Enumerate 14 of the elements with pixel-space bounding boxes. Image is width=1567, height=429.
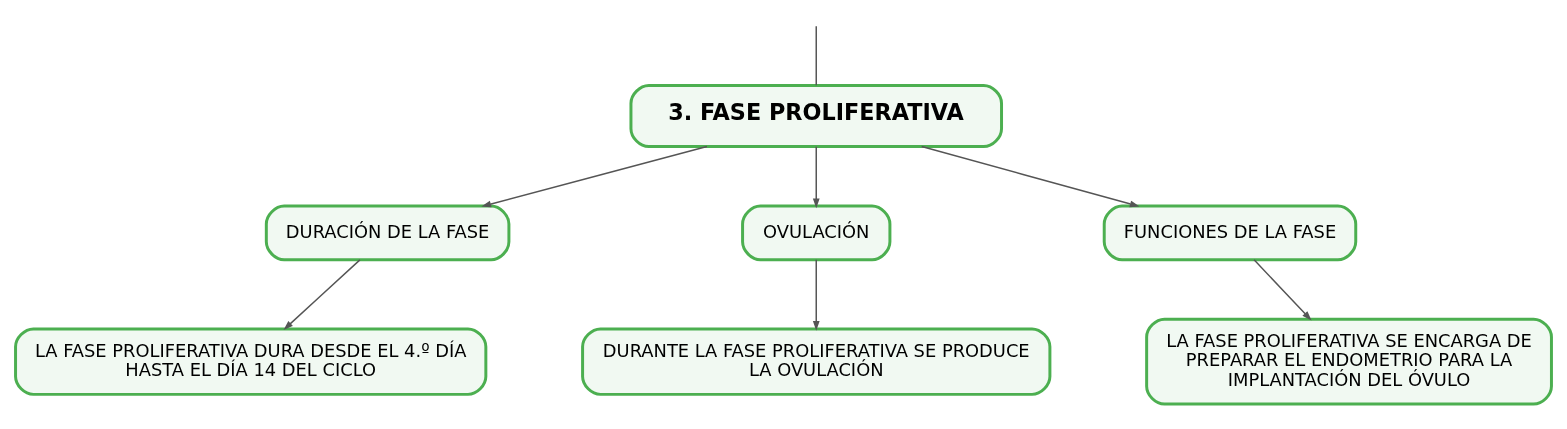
node-box: OVULACIÓN (741, 204, 892, 262)
node-box: LA FASE PROLIFERATIVA SE ENCARGA DE PREPARAR EL ENDOMETRIO PARA LA IMPLANTACIÓN DEL ÓVULO (1145, 317, 1553, 406)
arrow (812, 259, 820, 331)
node-box: DURANTE LA FASE PROLIFERATIVA SE PRODUCE LA OVULACIÓN (581, 327, 1052, 396)
arrow (812, 146, 820, 209)
arrow (283, 259, 361, 330)
node-box: FUNCIONES DE LA FASE (1102, 204, 1358, 262)
node-box: 3. FASE PROLIFERATIVA (629, 84, 1003, 149)
arrow (920, 145, 1140, 208)
arrow (1253, 259, 1312, 321)
node-box: LA FASE PROLIFERATIVA DURA DESDE EL 4.º DÍA HASTA EL DÍA 14 DEL CICLO (14, 327, 488, 396)
node-box: DURACIÓN DE LA FASE (264, 204, 511, 262)
arrow (481, 145, 708, 208)
connector (815, 25, 817, 86)
